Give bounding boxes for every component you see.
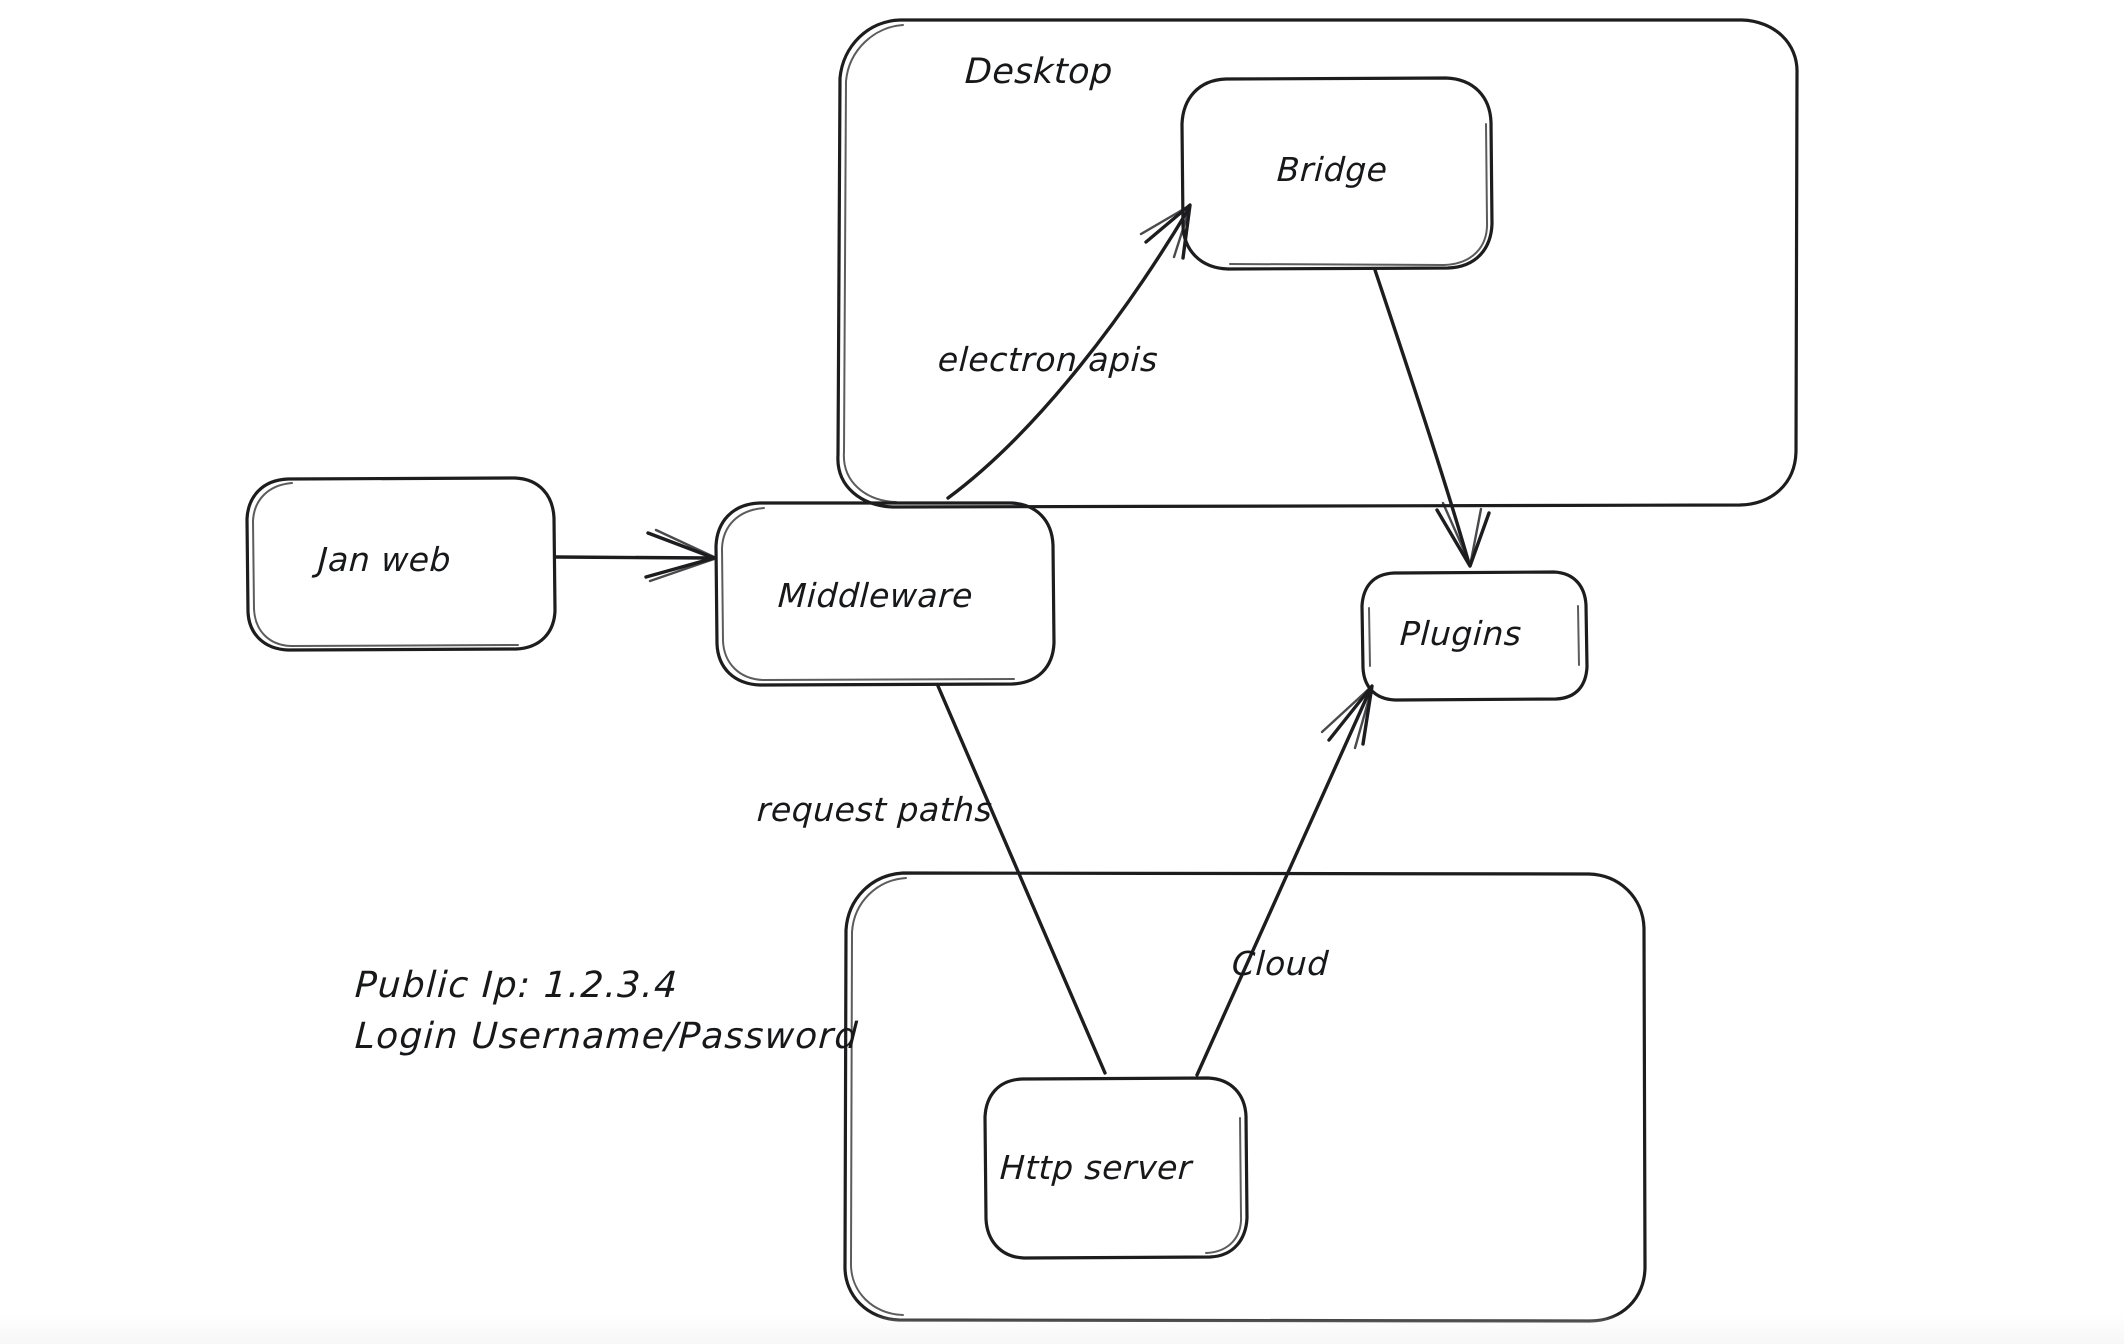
container-cloud[interactable] xyxy=(843,871,1647,1323)
container-label-desktop: Desktop xyxy=(963,52,1114,92)
node-jan-web[interactable] xyxy=(245,476,557,652)
container-desktop[interactable] xyxy=(836,18,1799,509)
node-label-middleware: Middleware xyxy=(776,576,975,615)
connection-note-block: Public Ip: 1.2.3.4 Login Username/Passwo… xyxy=(353,965,860,1057)
note-line-login: Login Username/Password xyxy=(353,1016,860,1057)
arrow-web-to-middleware xyxy=(554,528,716,583)
node-label-plugins: Plugins xyxy=(1398,614,1523,653)
edge-label-request-paths: request paths xyxy=(755,790,994,829)
edge-label-electron-apis: electron apis xyxy=(936,340,1160,379)
node-label-http-server: Http server xyxy=(998,1148,1194,1187)
node-label-jan-web: Jan web xyxy=(316,540,453,579)
node-bridge[interactable] xyxy=(1180,76,1494,271)
node-http-server[interactable] xyxy=(983,1076,1249,1260)
arrow-middleware-to-bridge xyxy=(946,203,1192,500)
edge-label-cloud: Cloud xyxy=(1230,944,1330,983)
note-line-public-ip: Public Ip: 1.2.3.4 xyxy=(353,965,680,1006)
arrow-middleware-to-http xyxy=(936,684,1107,1075)
node-middleware[interactable] xyxy=(714,501,1056,687)
node-label-bridge: Bridge xyxy=(1275,150,1389,189)
node-plugins[interactable] xyxy=(1360,570,1589,702)
arrow-bridge-to-plugins xyxy=(1373,268,1491,568)
arrow-http-to-plugins xyxy=(1195,684,1374,1077)
